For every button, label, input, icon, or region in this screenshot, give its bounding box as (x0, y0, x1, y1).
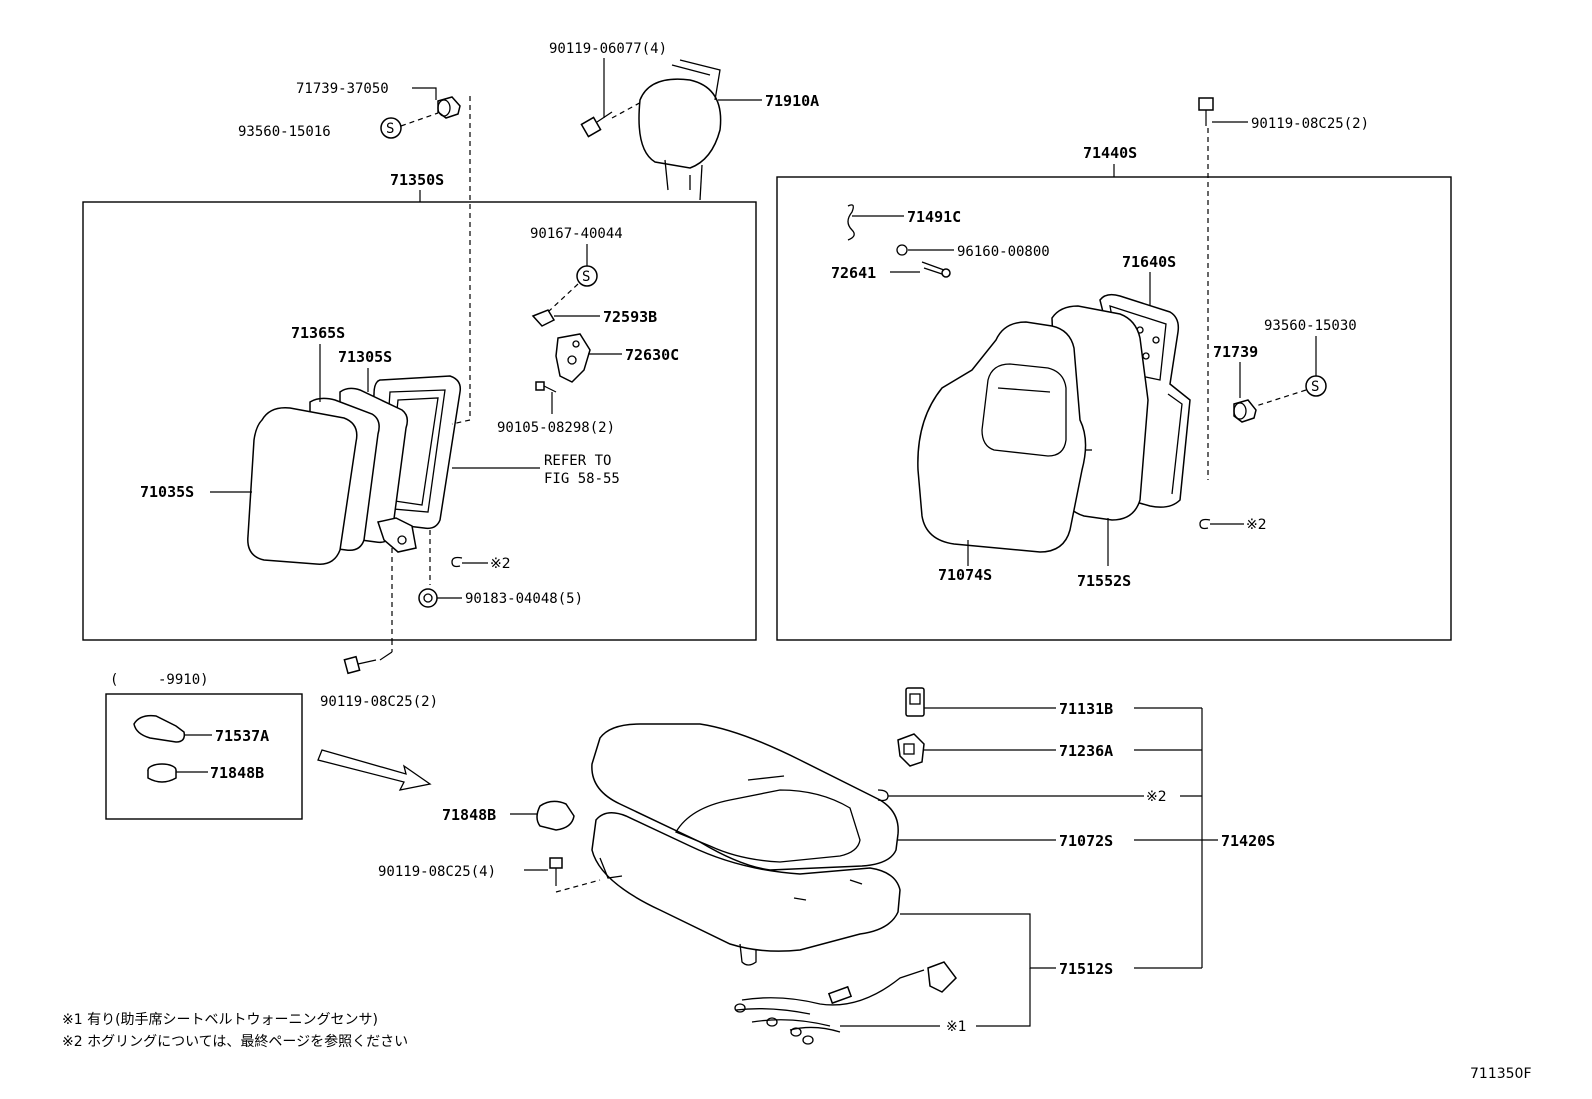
bolt-90105-08298 (535, 381, 557, 393)
footnote-1: ※1 有り(助手席シートベルトウォーニングセンサ) (62, 1012, 378, 1028)
label-71440S: 71440S (1083, 144, 1137, 162)
label-93560-15016: 93560-15016 (238, 124, 331, 140)
note2-ref-bottom: ※2 (1146, 789, 1167, 805)
label-90119-08C25-4: 90119-08C25(4) (378, 864, 496, 880)
label-71848B: 71848B (442, 806, 496, 824)
circled-s-icon (380, 117, 402, 139)
footnote-2: ※2 ホグリングについては、最終ページを参照ください (62, 1033, 408, 1050)
cap-71848B-box (147, 763, 177, 783)
label-71035S: 71035S (140, 483, 194, 501)
note2-ref-right: ※2 (1246, 517, 1267, 533)
circled-s-letter-3: S (1311, 379, 1319, 395)
seatback-left-group: 71350S 90167-40044 S 72593B 72630C 90105… (82, 171, 757, 641)
circled-s-letter-2: S (582, 269, 590, 285)
range-end: -9910) (158, 672, 209, 688)
bolt-90119-06077 (580, 111, 613, 138)
hinge-bracket (377, 517, 417, 553)
refer-to-text: REFER TO (544, 453, 611, 469)
label-71491C: 71491C (907, 208, 961, 226)
cover-71537A (133, 714, 186, 743)
arrow-icon (317, 749, 432, 791)
nut-90183-04048 (418, 588, 438, 608)
label-71365S: 71365S (291, 324, 345, 342)
bolt-90119-08C25-4 (549, 857, 563, 886)
seatback-right-group: 90119-08C25(2) 71440S 71491C 96160-00800… (776, 97, 1452, 641)
seat-cover-71072S (591, 723, 899, 871)
label-90167-40044: 90167-40044 (530, 226, 623, 242)
clip-71131B (905, 687, 925, 717)
label-71074S: 71074S (938, 566, 992, 584)
label-71739: 71739 (1213, 343, 1258, 361)
label-71910A: 71910A (765, 92, 819, 110)
circled-s-letter: S (386, 121, 394, 137)
variant-box-group: ( -9910) 71537A 71848B (105, 672, 303, 820)
label-71420S: 71420S (1221, 832, 1275, 850)
clip-71236A (897, 733, 925, 767)
label-90119-06077: 90119-06077(4) (549, 41, 667, 57)
bolt-90119-08C25-top (1198, 97, 1214, 126)
seat-cushion-group: 71848B 90119-08C25(4) (378, 687, 1275, 1045)
label-71305S: 71305S (338, 348, 392, 366)
label-71552S: 71552S (1077, 572, 1131, 590)
seatback-cover-71074S (917, 321, 1087, 553)
label-93560-15030: 93560-15030 (1264, 318, 1357, 334)
seat-pad-71512S (591, 812, 901, 966)
washer-96160-00800 (896, 244, 908, 256)
label-71236A: 71236A (1059, 742, 1113, 760)
label-72641: 72641 (831, 264, 876, 282)
label-90119-08C25-top: 90119-08C25(2) (1251, 116, 1369, 132)
label-71350S: 71350S (390, 171, 444, 189)
bolt-90119-08C25-left (343, 640, 393, 675)
label-90119-08C25-bottom: 90119-08C25(2) (320, 694, 438, 710)
range-open: ( (110, 672, 118, 688)
label-96160-00800: 96160-00800 (957, 244, 1050, 260)
label-71512S: 71512S (1059, 960, 1113, 978)
headrest-71910A (638, 59, 722, 201)
stopper-71739-37050 (437, 96, 461, 119)
clip-72593B (531, 309, 556, 327)
note1-ref: ※1 (946, 1019, 967, 1035)
label-71131B: 71131B (1059, 700, 1113, 718)
assembly-box-71440S (776, 176, 1452, 641)
refer-fig-text: FIG 58-55 (544, 471, 620, 487)
label-72593B: 72593B (603, 308, 657, 326)
circled-s-icon-3 (1305, 375, 1327, 397)
pin-72641 (921, 261, 951, 278)
label-90105-08298: 90105-08298(2) (497, 420, 615, 436)
spring-71491C (847, 204, 855, 241)
stopper-71739 (1233, 399, 1257, 423)
label-71848B-box: 71848B (210, 764, 264, 782)
assembly-box-71350S (82, 201, 757, 641)
lock-72630C (555, 333, 591, 383)
variant-box (105, 693, 303, 820)
hog-ring-icon-2 (1199, 518, 1211, 530)
headrest-group: 71739-37050 93560-15016 S 90119-06077(4) (238, 41, 819, 420)
label-71739-37050: 71739-37050 (296, 81, 389, 97)
figure-id: 711350F (1470, 1066, 1532, 1082)
label-71072S: 71072S (1059, 832, 1113, 850)
note2-ref-left: ※2 (490, 556, 511, 572)
label-71537A: 71537A (215, 727, 269, 745)
label-71640S: 71640S (1122, 253, 1176, 271)
seatback-cover-71035S (247, 407, 358, 565)
hog-ring-icon (451, 556, 463, 568)
label-90183-04048: 90183-04048(5) (465, 591, 583, 607)
cap-71848B (536, 800, 575, 831)
label-72630C: 72630C (625, 346, 679, 364)
circled-s-icon-2 (576, 265, 598, 287)
wire-harness (734, 961, 957, 1045)
